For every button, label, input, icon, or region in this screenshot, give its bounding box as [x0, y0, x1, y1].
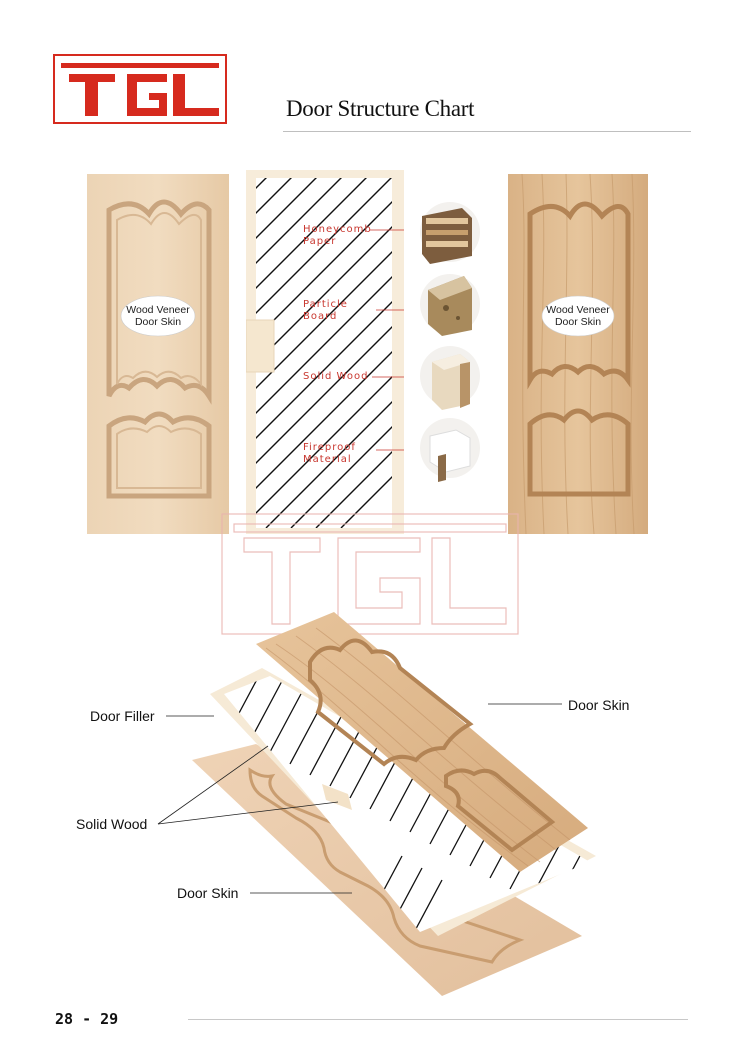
label-door-skin-back: Door Skin	[177, 885, 239, 901]
left-wood-veneer-door	[87, 174, 229, 534]
exploded-door-diagram	[157, 612, 596, 996]
left-door-label-ellipse	[120, 295, 196, 337]
particle-board-sample-icon	[428, 276, 472, 336]
tgl-watermark	[221, 513, 519, 635]
solid-wood-sample-icon	[432, 354, 470, 410]
door-core-diagram	[246, 170, 404, 534]
right-wood-veneer-door	[508, 174, 648, 534]
tgl-logo-mark	[61, 63, 219, 116]
title-divider	[283, 131, 691, 132]
core-label-solid-wood: Solid Wood	[303, 371, 369, 382]
fireproof-sample-icon	[429, 429, 471, 482]
label-door-skin-front: Door Skin	[568, 697, 630, 713]
page-title: Door Structure Chart	[286, 96, 475, 121]
material-samples	[420, 202, 480, 482]
front-skin-lower-panel	[444, 768, 556, 853]
label-solid-wood: Solid Wood	[76, 816, 148, 832]
label-door-filler: Door Filler	[90, 708, 155, 724]
back-skin-panel-groove	[248, 767, 525, 964]
page-number: 28 - 29	[55, 1010, 119, 1028]
honeycomb-sample-icon	[422, 208, 472, 264]
tgl-logo	[53, 54, 227, 124]
right-door-label-ellipse	[541, 295, 615, 337]
front-skin-upper-panel	[308, 638, 474, 767]
footer-divider	[188, 1019, 688, 1020]
